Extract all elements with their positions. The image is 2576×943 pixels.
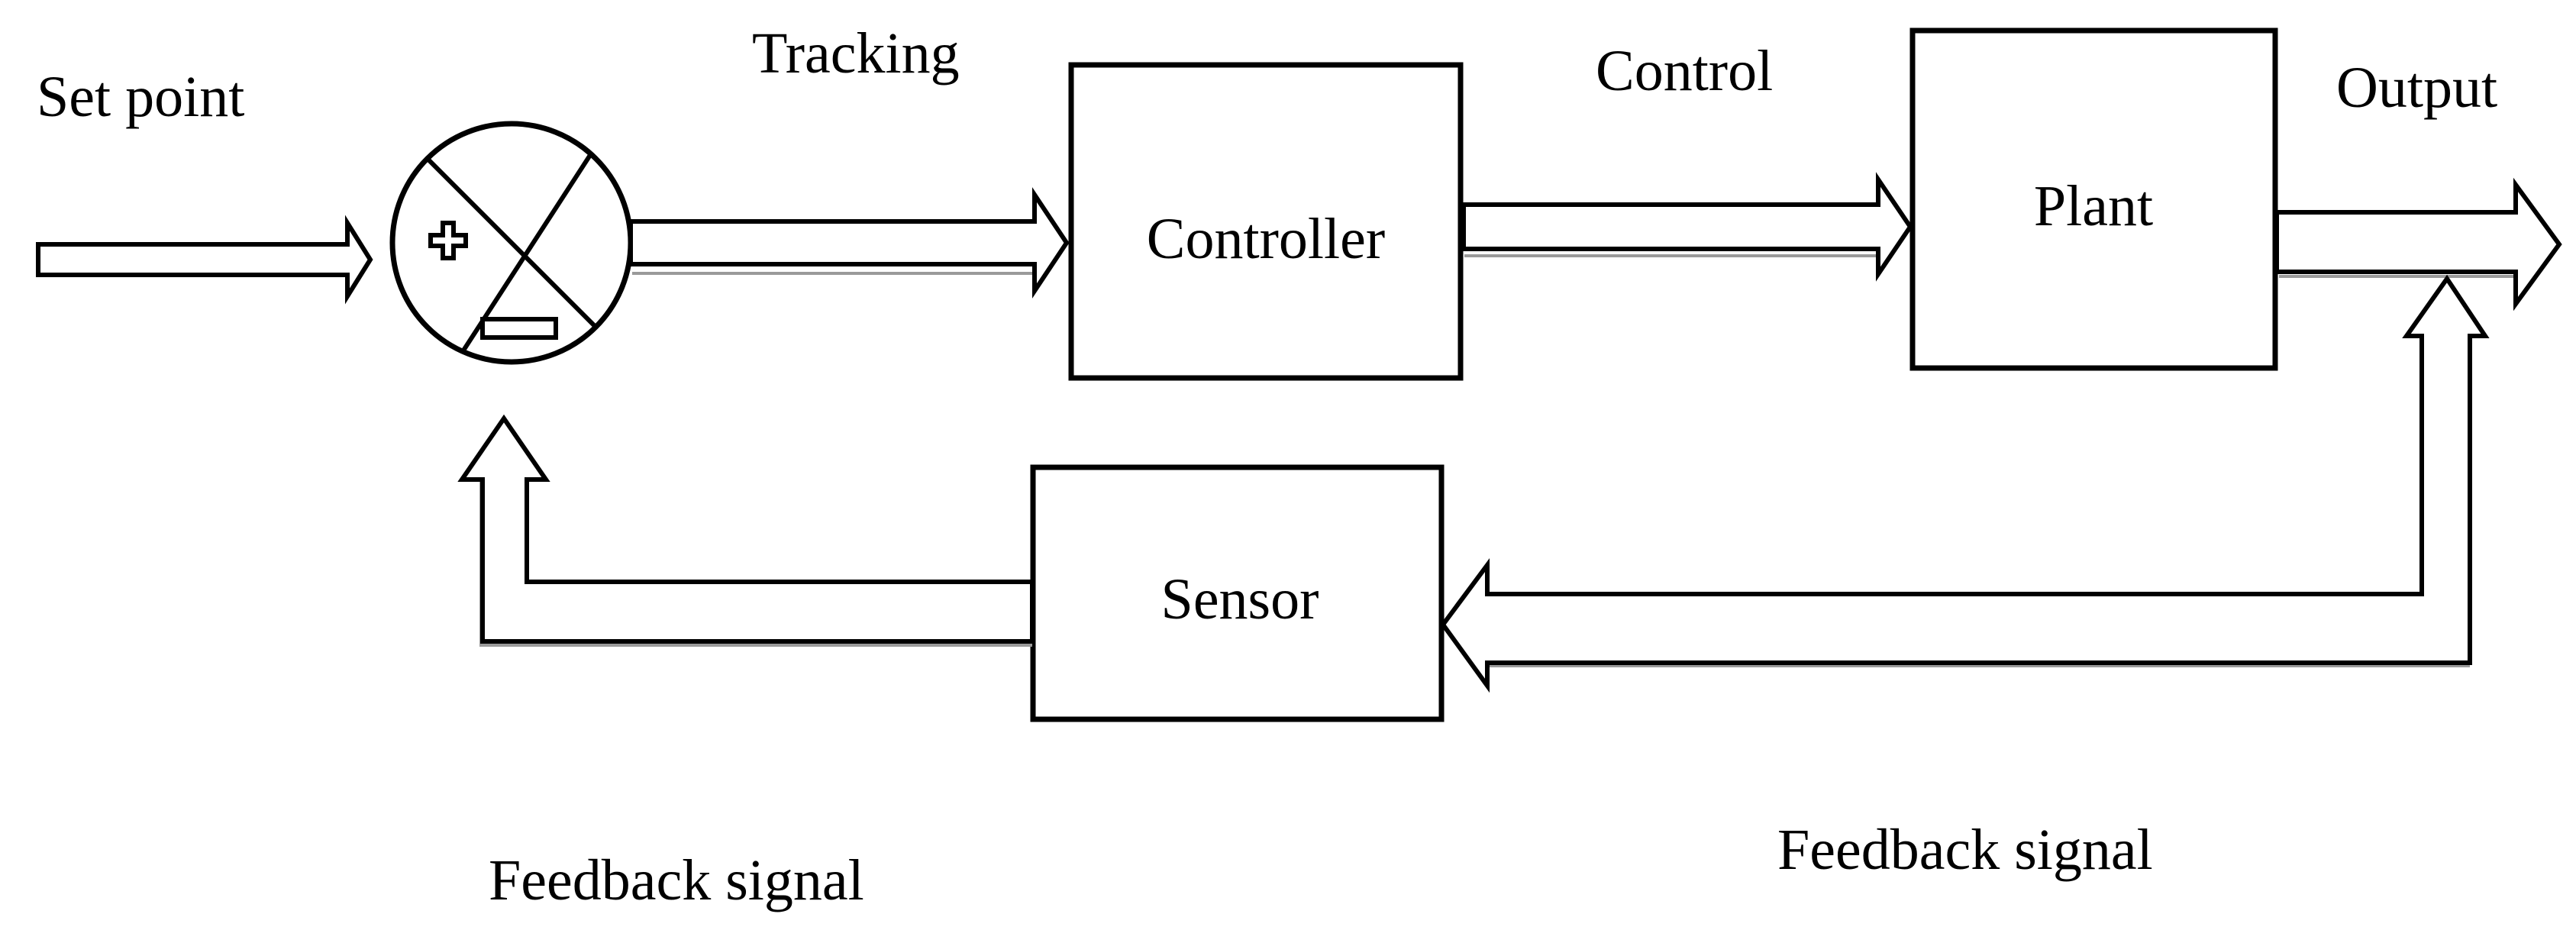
sensor-label: Sensor: [1161, 567, 1319, 631]
output-arrow: [2274, 177, 2562, 312]
tracking-arrow: [628, 187, 1070, 299]
plant-label: Plant: [2034, 174, 2153, 238]
controller-label: Controller: [1147, 207, 1385, 271]
sensor-block: Sensor: [1030, 464, 1445, 722]
summing-junction: [389, 121, 634, 365]
feedback-signal-left-label: Feedback signal: [489, 848, 864, 912]
plus-sign-icon: [428, 221, 468, 260]
output-label: Output: [2336, 56, 2497, 120]
controller-block: Controller: [1068, 62, 1464, 381]
set-point-label: Set point: [37, 65, 244, 129]
control-label: Control: [1596, 39, 1773, 103]
feedback-path-left: [457, 414, 1035, 647]
minus-sign-icon: [480, 317, 558, 340]
feedback-signal-right-label: Feedback signal: [1777, 818, 2153, 882]
tracking-label: Tracking: [752, 21, 960, 86]
setpoint-arrow: [36, 215, 373, 305]
control-arrow: [1461, 172, 1913, 282]
plant-block: Plant: [1909, 27, 2278, 371]
